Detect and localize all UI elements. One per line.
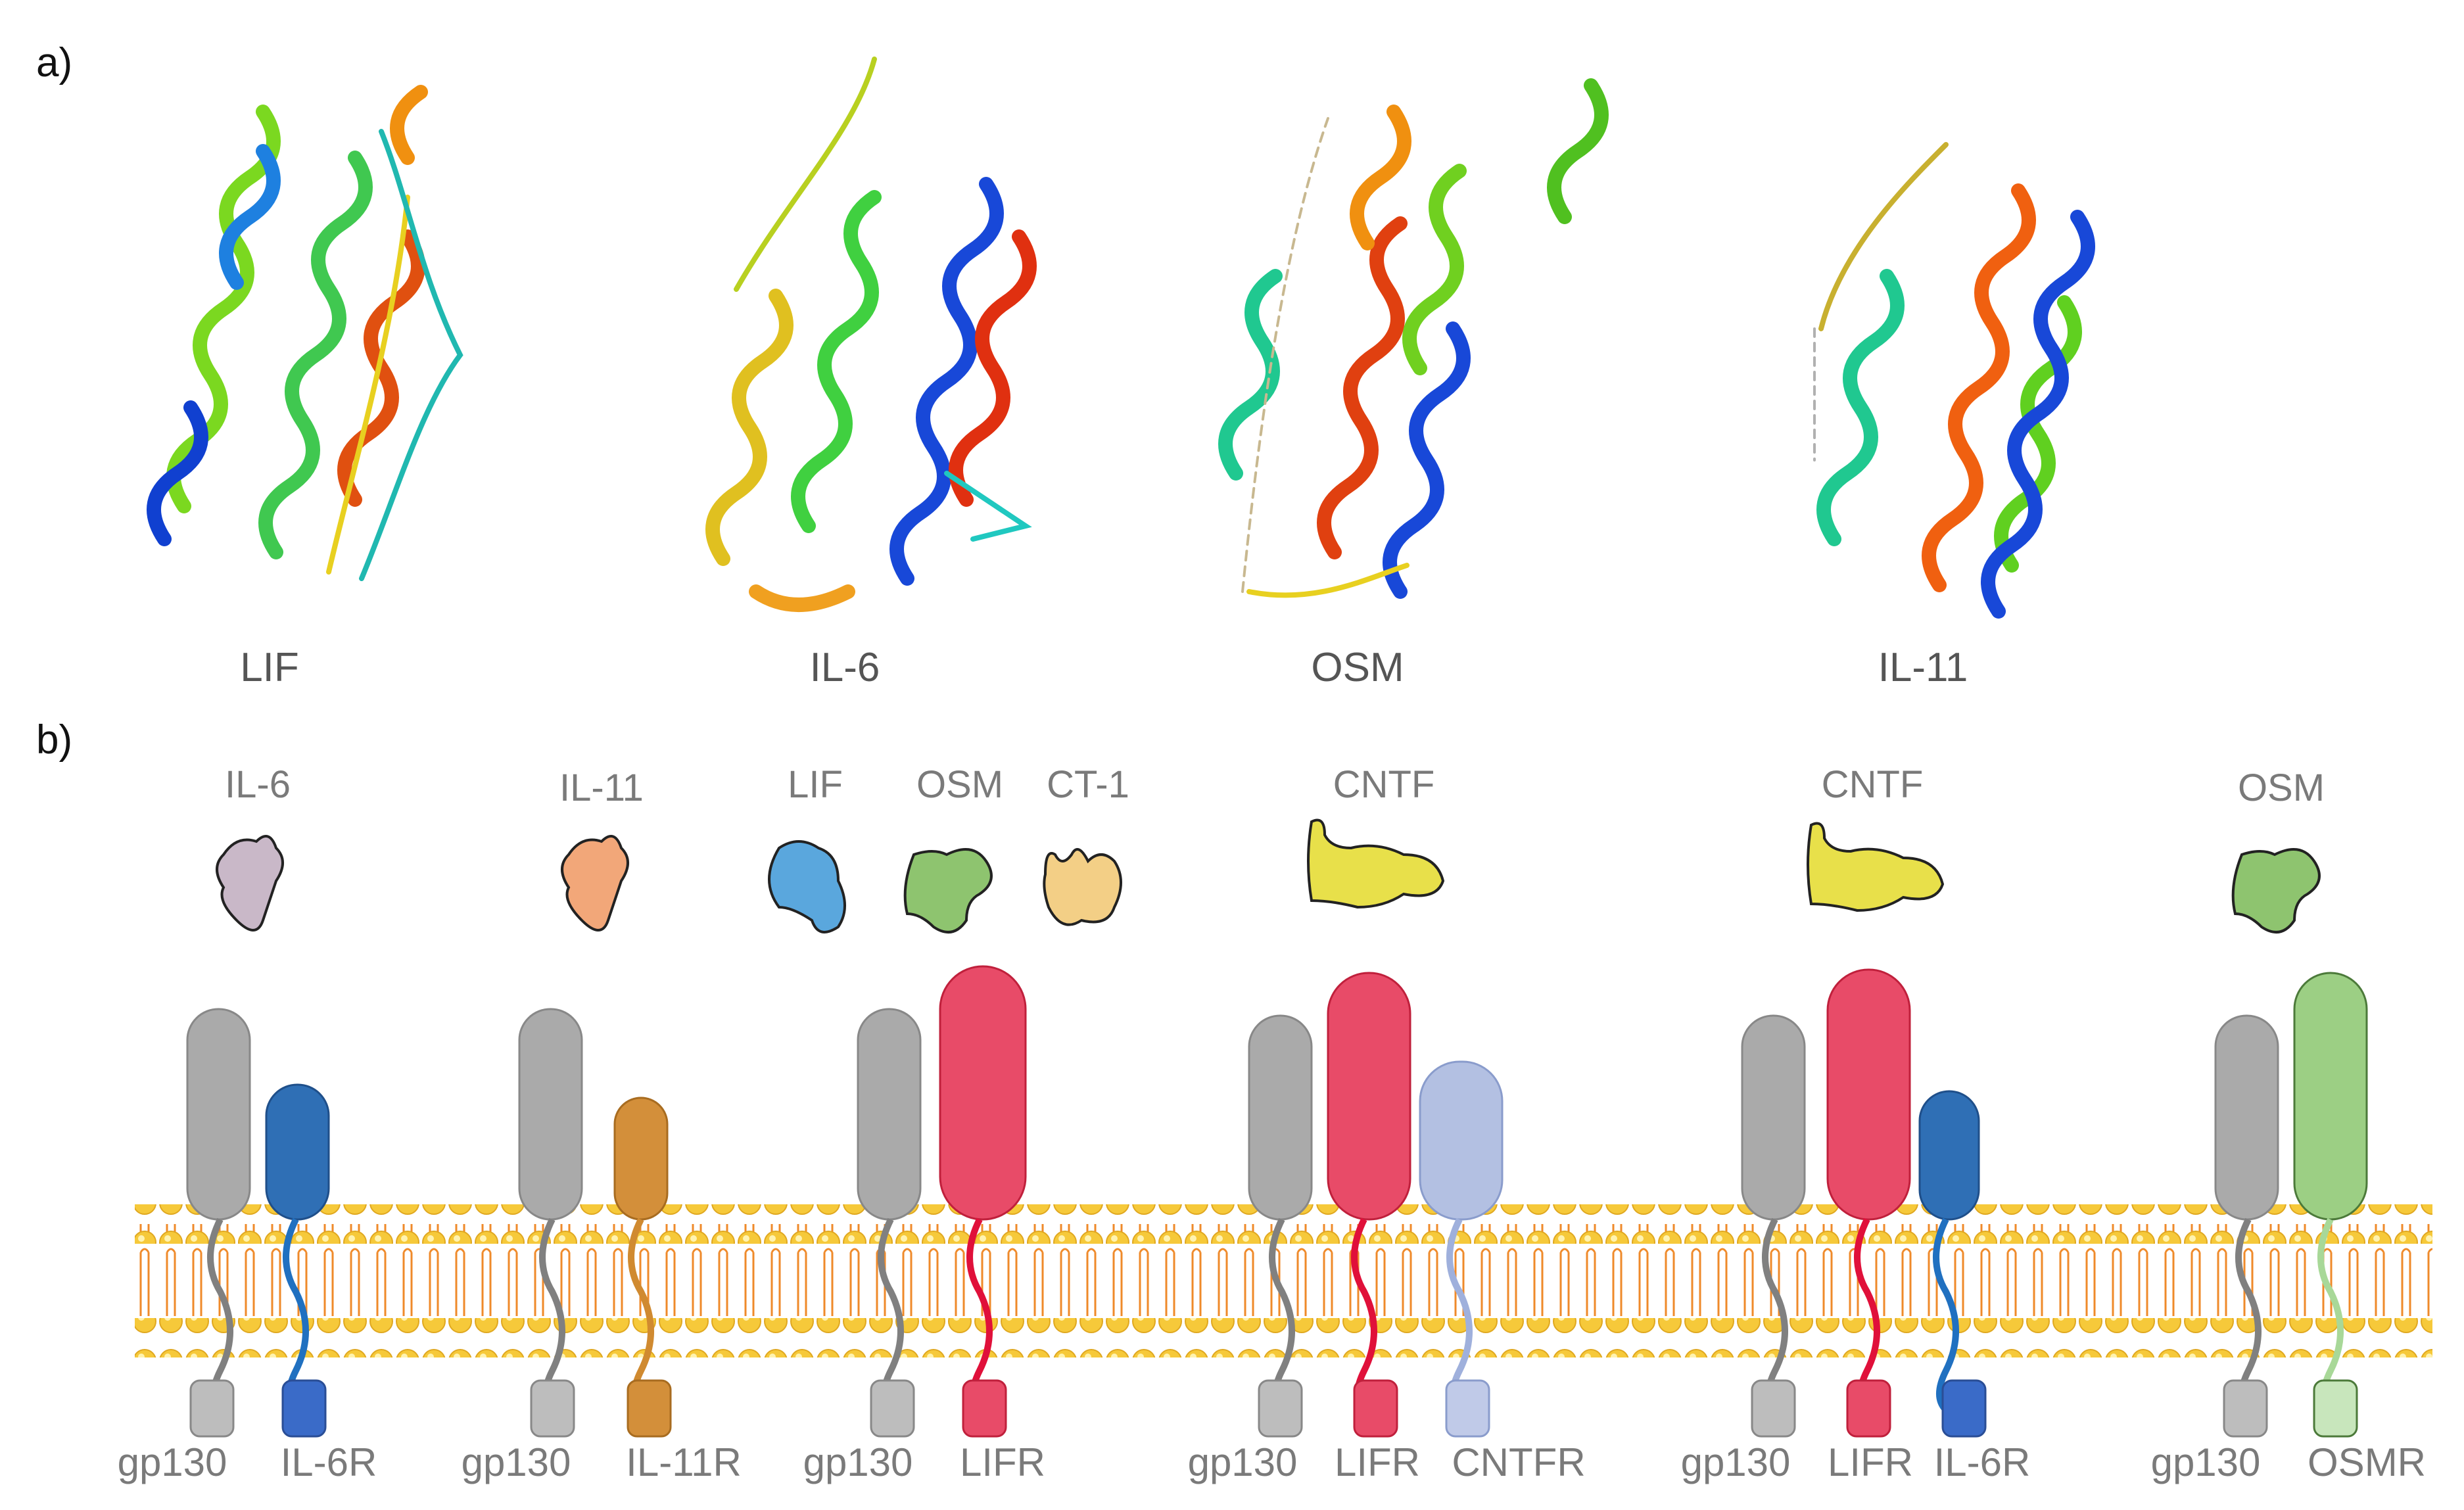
protein-label-il6: IL-6: [809, 645, 880, 690]
ligand-label-ct1: CT-1: [1047, 763, 1129, 806]
receptor-label-il11r: IL-11R: [626, 1440, 742, 1484]
il11-structure: [1813, 142, 2095, 619]
receptor-il11r: [613, 1097, 672, 1438]
ligand-label-osm-2: OSM: [2237, 767, 2325, 809]
panel-a-label: a): [36, 40, 73, 85]
receptor-label-lifr-3: LIFR: [1827, 1440, 1914, 1484]
receptor-label-gp130-3: gp130: [803, 1440, 913, 1484]
ligand-ct1-icon: [1043, 848, 1122, 926]
ligand-lif-icon: [768, 840, 846, 933]
receptor-gp130-1: [186, 1008, 251, 1438]
ligand-osm-icon: [903, 848, 993, 933]
receptor-label-il6r-2: IL-6R: [1933, 1440, 2031, 1484]
ligand-il6-icon: [216, 835, 284, 932]
ligand-il11-icon: [561, 835, 629, 932]
protein-structures: [147, 57, 2095, 619]
ligand-cntf-1-icon: [1307, 818, 1445, 909]
panel-b-label: b): [36, 717, 73, 763]
receptor-label-gp130-6: gp130: [2150, 1440, 2261, 1484]
receptor-label-gp130-1: gp130: [117, 1440, 227, 1484]
receptor-lifr-3: [1826, 968, 1911, 1438]
receptor-label-il6r-1: IL-6R: [280, 1440, 377, 1484]
receptor-label-gp130-2: gp130: [461, 1440, 571, 1484]
ligand-label-osm: OSM: [916, 763, 1004, 806]
receptor-gp130-6: [2214, 1014, 2279, 1438]
receptor-gp130-4: [1248, 1014, 1313, 1438]
cell-membrane: [135, 1204, 2432, 1357]
receptor-gp130-2: [518, 1008, 583, 1438]
lif-structure: [147, 85, 463, 581]
ligand-label-cntf-1: CNTF: [1333, 763, 1435, 806]
ligand-label-lif: LIF: [788, 763, 843, 806]
receptor-gp130-5: [1741, 1014, 1806, 1438]
receptor-il6r-2: [1918, 1090, 1987, 1438]
osm-structure: [1218, 78, 1609, 599]
protein-label-lif: LIF: [240, 645, 299, 690]
receptor-cntfr: [1419, 1060, 1504, 1438]
receptor-lifr-1: [939, 965, 1027, 1438]
receptor-label-osmr: OSMR: [2308, 1440, 2426, 1484]
protein-label-osm: OSM: [1311, 645, 1404, 690]
ligand-osm-2-icon: [2231, 848, 2321, 933]
ligand-label-il6: IL-6: [225, 763, 291, 806]
receptor-gp130-3: [857, 1008, 922, 1438]
receptor-lifr-2: [1327, 972, 1411, 1438]
protein-label-il11: IL-11: [1878, 645, 1968, 690]
receptor-label-gp130-5: gp130: [1680, 1440, 1791, 1484]
ligand-cntf-2-icon: [1807, 822, 1945, 912]
ligand-label-il11: IL-11: [559, 767, 644, 809]
ligand-label-cntf-2: CNTF: [1821, 763, 1924, 806]
receptor-label-lifr-1: LIFR: [959, 1440, 1046, 1484]
receptor-label-cntfr: CNTFR: [1452, 1440, 1586, 1484]
il6-structure: [705, 57, 1037, 612]
receptor-label-lifr-2: LIFR: [1334, 1440, 1421, 1484]
receptor-osmr: [2293, 972, 2368, 1438]
receptor-label-gp130-4: gp130: [1187, 1440, 1298, 1484]
receptor-il6r-1: [265, 1083, 330, 1438]
